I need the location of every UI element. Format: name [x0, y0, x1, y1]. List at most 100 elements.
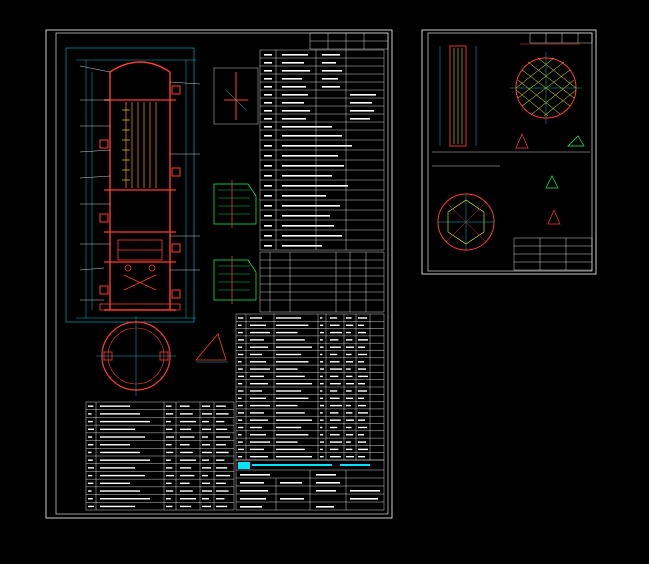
table-cell-text	[238, 441, 243, 443]
table-cell-text	[238, 404, 243, 407]
table-cell-text	[238, 419, 243, 421]
table-cell-text	[276, 368, 298, 370]
table-cell-text	[250, 434, 266, 436]
table-cell-text	[346, 404, 351, 407]
table-cell-text	[320, 390, 323, 392]
vessel-elevation	[76, 59, 196, 319]
title-block	[235, 459, 385, 511]
table-cell-text	[320, 404, 324, 407]
table-cell-text	[238, 353, 244, 356]
table-cell-text	[346, 426, 352, 429]
callout-balloons-right	[169, 81, 201, 271]
table-cell-text	[358, 397, 364, 399]
title-block-logo	[238, 462, 370, 469]
table-cell-text	[100, 490, 140, 492]
table-cell-text	[88, 482, 94, 485]
parts-list-rows	[236, 317, 384, 458]
table-cell-text	[320, 353, 323, 356]
table-cell-text	[330, 361, 340, 363]
table-cell-text	[88, 436, 93, 438]
table-cell-text	[358, 353, 367, 356]
table-cell-text	[276, 331, 298, 334]
table-cell-text	[88, 413, 92, 415]
table-cell-text	[330, 331, 342, 334]
table-cell-text	[180, 490, 193, 492]
table-cell-text	[346, 397, 354, 399]
table-cell-text	[320, 346, 324, 348]
table-cell-text	[330, 426, 338, 429]
table-cell-text	[358, 404, 366, 407]
table-cell-text	[330, 390, 338, 392]
main-sheet-inner-frame	[55, 32, 389, 515]
table-cell-text	[180, 413, 193, 415]
table-cell-text	[238, 331, 243, 334]
table-cell-text	[330, 419, 341, 421]
table-cell-text	[276, 353, 302, 356]
table-cell-text	[180, 444, 190, 446]
section-plan-view	[437, 193, 495, 251]
table-cell-text	[320, 448, 323, 451]
tubesheet-layout	[510, 43, 582, 124]
table-cell-text	[358, 331, 366, 334]
table-cell-text	[320, 382, 324, 385]
table-cell-text	[250, 331, 270, 334]
table-cell-text	[320, 412, 323, 414]
detail-drawing-sheet[interactable]	[421, 29, 597, 275]
table-cell-text	[346, 441, 351, 443]
table-cell-text	[100, 436, 145, 438]
table-cell-text	[88, 420, 93, 423]
table-cell-text	[100, 459, 150, 461]
table-cell-text	[88, 498, 93, 500]
table-cell-text	[166, 428, 173, 431]
main-drawing-sheet[interactable]	[45, 29, 393, 519]
table-cell-text	[346, 361, 354, 363]
table-cell-text	[320, 455, 324, 458]
table-cell-text	[202, 498, 209, 500]
table-cell-text	[202, 451, 212, 454]
table-cell-text	[180, 498, 196, 500]
table-cell-text	[346, 331, 351, 334]
table-cell-text	[250, 317, 262, 319]
table-cell-text	[358, 339, 368, 341]
table-cell-text	[250, 361, 266, 363]
table-cell-text	[358, 419, 365, 421]
detail-revision-table	[529, 32, 593, 44]
table-cell-text	[276, 390, 302, 392]
table-cell-text	[276, 339, 305, 341]
table-cell-text	[180, 459, 196, 461]
table-cell-text	[346, 390, 352, 392]
table-cell-text	[202, 467, 211, 469]
table-cell-text	[320, 324, 324, 326]
table-cell-text	[358, 368, 366, 370]
table-cell-text	[346, 419, 354, 421]
table-cell-text	[358, 324, 364, 326]
table-cell-text	[330, 412, 339, 414]
table-cell-text	[166, 444, 172, 446]
table-cell-text	[320, 441, 324, 443]
table-cell-text	[358, 448, 368, 451]
table-cell-text	[238, 426, 244, 429]
table-cell-text	[216, 490, 229, 492]
table-cell-text	[358, 382, 365, 385]
table-cell-text	[276, 397, 309, 399]
table-cell-text	[330, 346, 341, 348]
table-cell-text	[180, 420, 196, 423]
table-cell-text	[166, 413, 174, 415]
table-cell-text	[180, 405, 190, 407]
table-cell-text	[330, 339, 339, 341]
table-cell-text	[166, 498, 171, 500]
table-cell-text	[238, 390, 244, 392]
table-cell-text	[216, 444, 226, 446]
table-cell-text	[216, 405, 226, 407]
table-cell-text	[202, 490, 212, 492]
table-cell-text	[88, 428, 94, 431]
table-cell-text	[276, 441, 298, 443]
table-cell-text	[250, 324, 266, 326]
table-cell-text	[166, 420, 171, 423]
table-cell-text	[320, 331, 324, 334]
table-cell-text	[276, 419, 312, 421]
table-cell-text	[202, 413, 212, 415]
support-base	[99, 303, 181, 311]
